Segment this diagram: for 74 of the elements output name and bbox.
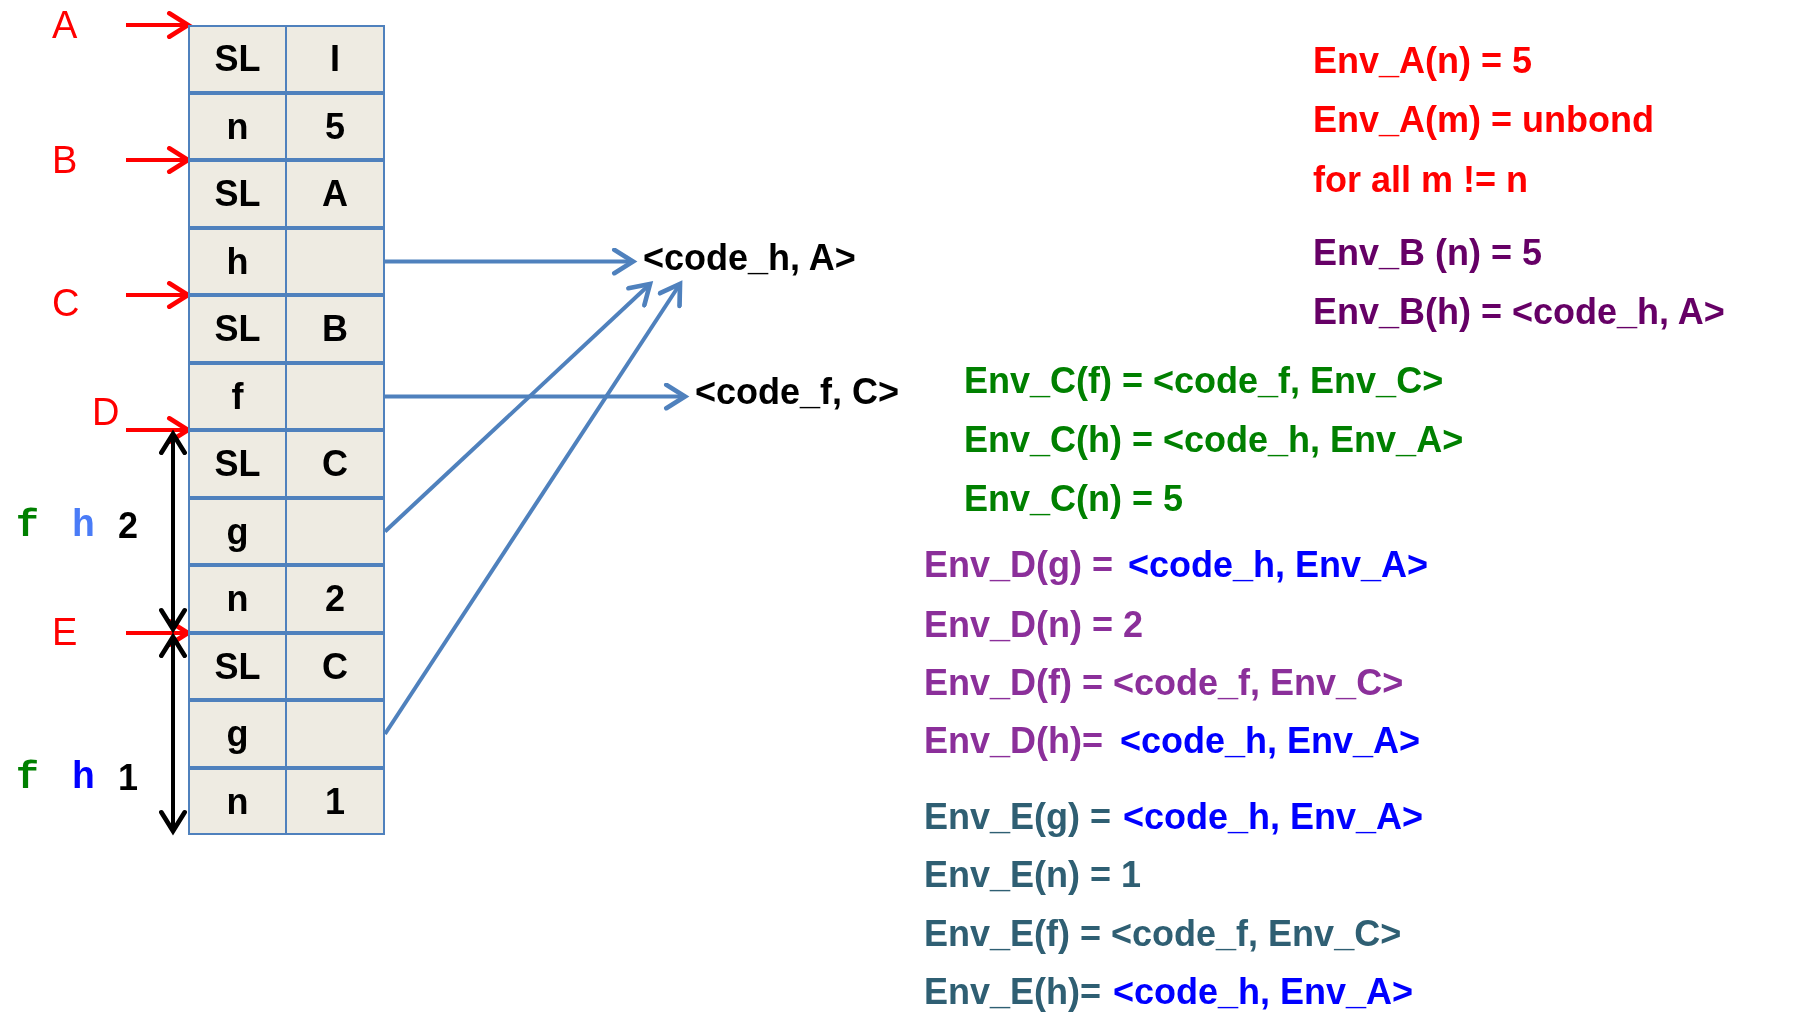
arrow xyxy=(159,431,187,632)
environment-note: <code_h, Env_A> xyxy=(1128,543,1429,587)
environment-note: Env_E(h)= xyxy=(924,970,1102,1014)
pointer-label: B xyxy=(48,138,126,182)
stack-frame-row xyxy=(188,498,385,565)
cell-text: A xyxy=(321,172,349,216)
cell-text: C xyxy=(321,644,349,689)
variable-label: h xyxy=(72,504,95,548)
stack-frame-row xyxy=(188,633,385,700)
stack-frame-row xyxy=(188,363,385,430)
cell-text: 5 xyxy=(324,104,346,149)
cell-text: 1 xyxy=(324,779,346,824)
arrow xyxy=(385,382,688,411)
variable-label: 1 xyxy=(118,756,139,800)
cell-text: C xyxy=(321,442,349,486)
environment-note: Env_A(n) = 5 xyxy=(1313,39,1533,83)
environment-note: Env_E(f) = <code_f, Env_C> xyxy=(924,912,1402,956)
environment-note: Env_A(m) = unbond xyxy=(1313,98,1654,142)
arrow xyxy=(126,619,191,647)
cell-text: f xyxy=(190,365,287,428)
stack-frame-row xyxy=(188,25,385,93)
cell-text: SL xyxy=(190,635,287,698)
cell-text: g xyxy=(190,702,287,766)
environment-note: for all m != n xyxy=(1313,158,1529,202)
environment-note: Env_D(h)= xyxy=(924,719,1104,763)
arrow xyxy=(126,11,191,39)
arrow xyxy=(126,281,191,309)
environment-note: Env_D(f) = <code_f, Env_C> xyxy=(924,661,1404,705)
cell-text: n xyxy=(190,770,287,833)
environment-note: <code_h, Env_A> xyxy=(1120,719,1421,763)
environment-note: Env_C(f) = <code_f, Env_C> xyxy=(964,359,1444,403)
variable-label: f xyxy=(16,504,39,548)
cell-text: 2 xyxy=(324,577,346,621)
stack-frame-row xyxy=(188,228,385,295)
cell-text: SL xyxy=(190,27,287,91)
stack-frame-row xyxy=(188,565,385,633)
cell-text: g xyxy=(190,500,287,563)
pointer-label: C xyxy=(48,281,126,325)
pointer-label: D xyxy=(92,390,126,434)
stack-frame-row xyxy=(188,93,385,160)
cell-text: SL xyxy=(190,432,287,496)
environment-note: Env_D(g) = xyxy=(924,543,1114,587)
variable-label: h xyxy=(72,756,95,800)
cell-text: I xyxy=(329,37,341,81)
stack-frame-row xyxy=(188,430,385,498)
environment-note: Env_B (n) = 5 xyxy=(1313,231,1543,275)
stack-frame-row xyxy=(188,768,385,835)
environment-note: Env_E(g) = xyxy=(924,795,1112,839)
cell-text: n xyxy=(190,567,287,631)
cell-text: SL xyxy=(190,162,287,226)
pointer-label: E xyxy=(48,610,126,654)
cell-text: B xyxy=(321,307,349,351)
environment-note: Env_C(h) = <code_h, Env_A> xyxy=(964,418,1464,462)
cell-text: h xyxy=(190,230,287,293)
arrow xyxy=(126,146,191,174)
environment-note: Env_E(n) = 1 xyxy=(924,853,1142,897)
variable-label: f xyxy=(16,756,39,800)
stack-frame-row xyxy=(188,700,385,768)
environment-note: Env_C(n) = 5 xyxy=(964,477,1184,521)
closure-label: <code_f, C> xyxy=(685,366,925,418)
stack-frame-row xyxy=(188,160,385,228)
stack-frame-row xyxy=(188,295,385,363)
cell-text: n xyxy=(190,95,287,158)
environment-note: Env_B(h) = <code_h, A> xyxy=(1313,290,1725,334)
arrow xyxy=(385,247,636,276)
environment-note: Env_D(n) = 2 xyxy=(924,603,1144,647)
arrow xyxy=(159,634,187,834)
cell-text: SL xyxy=(190,297,287,361)
arrow xyxy=(126,416,191,444)
environment-note: <code_h, Env_A> xyxy=(1123,795,1424,839)
pointer-label: A xyxy=(48,3,126,47)
closure-label: <code_h, A> xyxy=(633,232,883,284)
variable-label: 2 xyxy=(118,504,139,548)
environment-note: <code_h, Env_A> xyxy=(1113,970,1414,1014)
